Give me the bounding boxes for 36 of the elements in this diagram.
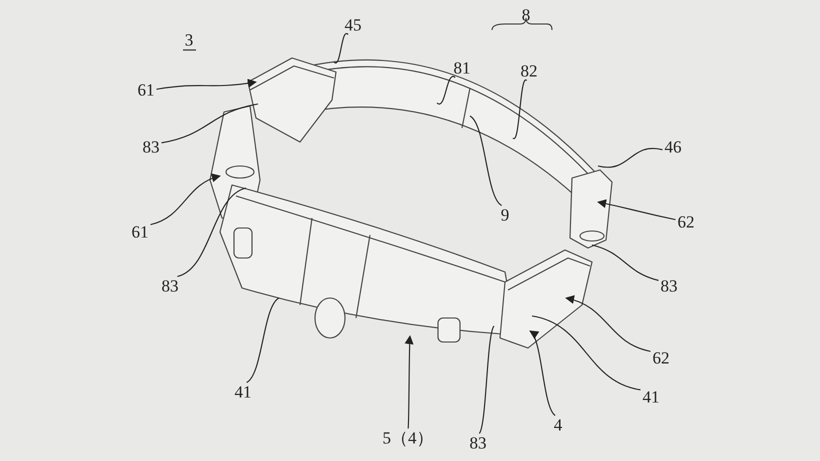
leader-line (177, 188, 246, 277)
callout-number: 83 (162, 278, 178, 294)
leader-line (405, 335, 414, 429)
leader-line (565, 296, 651, 352)
leader-line (532, 315, 641, 390)
callout-number: 45 (344, 16, 362, 34)
leader-line (598, 148, 663, 168)
callout-number: 82 (520, 62, 538, 80)
leader-line (161, 103, 258, 144)
leader-line (597, 199, 676, 220)
leader-line (436, 76, 456, 104)
leader-line (592, 244, 659, 281)
callout-number: 83 (142, 138, 160, 156)
callout-number: 8 (522, 6, 530, 24)
figure-number: 3 (184, 32, 194, 48)
leader-line (246, 298, 280, 383)
callout-number: 5（4） (382, 430, 434, 446)
callout-number: 9 (500, 206, 510, 224)
leader-line (529, 330, 556, 416)
leader-line (512, 80, 527, 139)
callout-number: 62 (678, 214, 694, 230)
callout-number: 41 (642, 388, 660, 406)
callout-number: 83 (470, 434, 486, 452)
leader-line (150, 174, 221, 226)
callout-number: 62 (652, 350, 670, 366)
callout-number: 61 (132, 224, 148, 240)
leader-line (470, 116, 502, 206)
callout-number: 81 (454, 60, 470, 76)
callout-number: 46 (664, 138, 682, 156)
callout-number: 83 (660, 278, 678, 294)
callout-number: 41 (234, 384, 252, 400)
leader-line (156, 78, 257, 90)
callout-number: 61 (138, 82, 154, 98)
leader-line (478, 326, 494, 434)
callout-number: 4 (554, 416, 562, 434)
leader-line (334, 33, 348, 64)
